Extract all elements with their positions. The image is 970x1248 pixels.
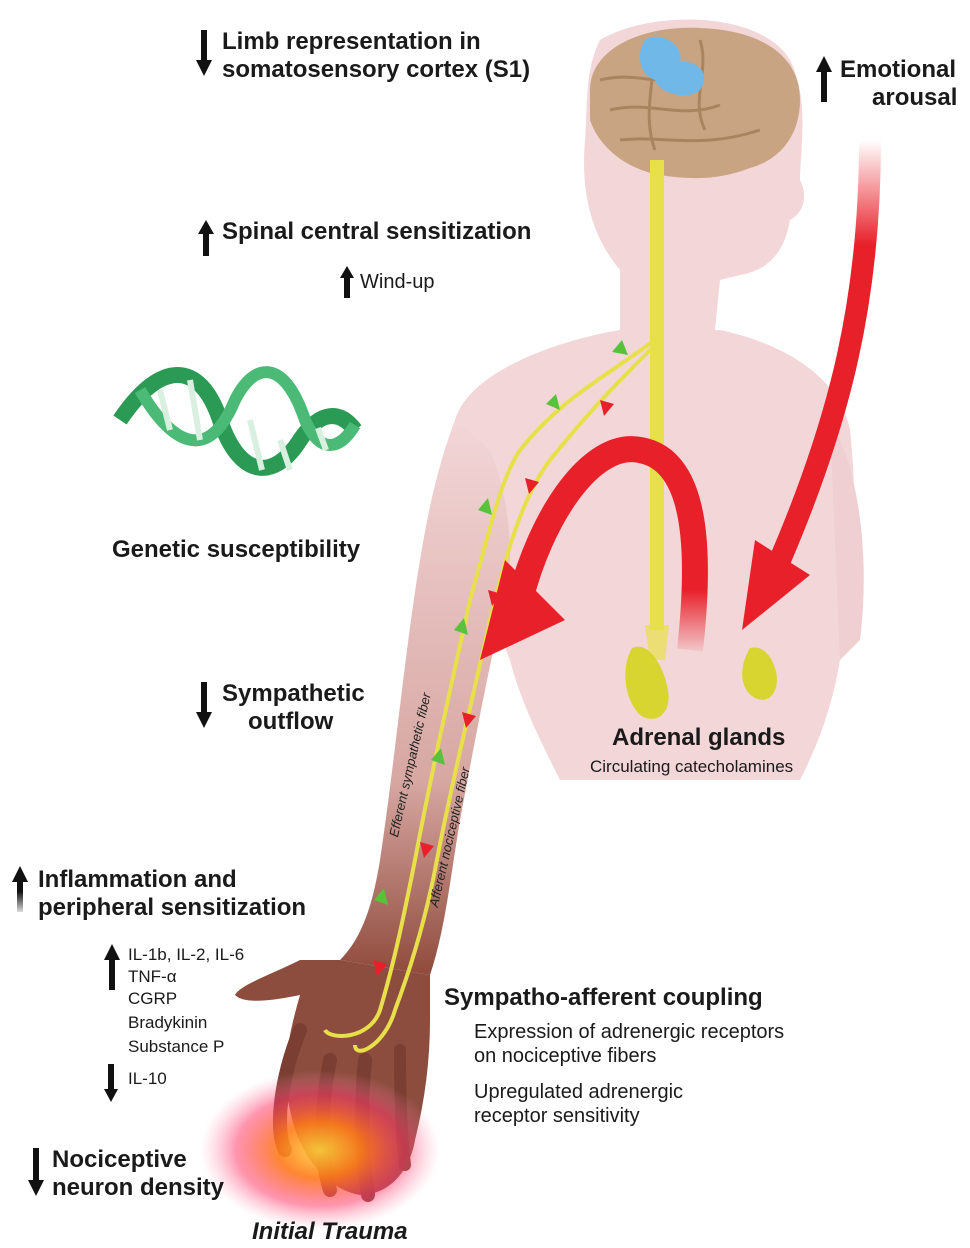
up-arrow-icon [12, 866, 28, 912]
inflammation-line1: Inflammation and [38, 866, 237, 894]
brain [590, 28, 800, 178]
nociceptive-line2: neuron density [52, 1174, 224, 1202]
circulating-catecholamines: Circulating catecholamines [590, 756, 793, 778]
limb-representation-line1: Limb representation in [222, 28, 481, 56]
sympathetic-outflow-line1: Sympathetic [222, 680, 365, 708]
limb-representation-line2: somatosensory cortex (S1) [222, 56, 530, 84]
spinal-cord [650, 160, 664, 630]
wind-up-label: Wind-up [360, 270, 434, 294]
coupling-item-2-line2: receptor sensitivity [474, 1104, 640, 1128]
cytokine-item: IL-1b, IL-2, IL-6 [128, 944, 244, 966]
up-arrow-icon [816, 56, 832, 102]
cytokine-item: Substance P [128, 1036, 224, 1058]
genetic-susceptibility: Genetic susceptibility [112, 536, 360, 564]
cytokine-item: TNF-α [128, 966, 177, 988]
up-arrow-icon [340, 266, 354, 298]
sympathetic-outflow-line2: outflow [248, 708, 333, 736]
adrenal-glands-label: Adrenal glands [612, 724, 785, 752]
down-arrow-icon [196, 30, 212, 76]
il10-label: IL-10 [128, 1068, 167, 1090]
cytokine-item: CGRP [128, 988, 177, 1010]
nociceptive-line1: Nociceptive [52, 1146, 187, 1174]
emotional-arousal-line2: arousal [872, 84, 957, 112]
emotional-arousal-line1: Emotional [840, 56, 956, 84]
coupling-item-1-line2: on nociceptive fibers [474, 1044, 656, 1068]
down-arrow-icon [196, 682, 212, 728]
coupling-item-1-line1: Expression of adrenergic receptors [474, 1020, 784, 1044]
initial-trauma-label: Initial Trauma [252, 1218, 408, 1246]
coupling-title: Sympatho-afferent coupling [444, 984, 763, 1012]
trauma-glow [200, 1070, 440, 1230]
up-arrow-icon [104, 944, 120, 990]
down-arrow-icon [28, 1148, 44, 1196]
up-arrow-icon [198, 220, 214, 256]
cytokine-item: Bradykinin [128, 1012, 207, 1034]
down-arrow-icon [104, 1064, 118, 1102]
inflammation-line2: peripheral sensitization [38, 894, 306, 922]
spinal-central-sensitization: Spinal central sensitization [222, 218, 531, 246]
dna-helix [120, 372, 355, 470]
coupling-item-2-line1: Upregulated adrenergic [474, 1080, 683, 1104]
